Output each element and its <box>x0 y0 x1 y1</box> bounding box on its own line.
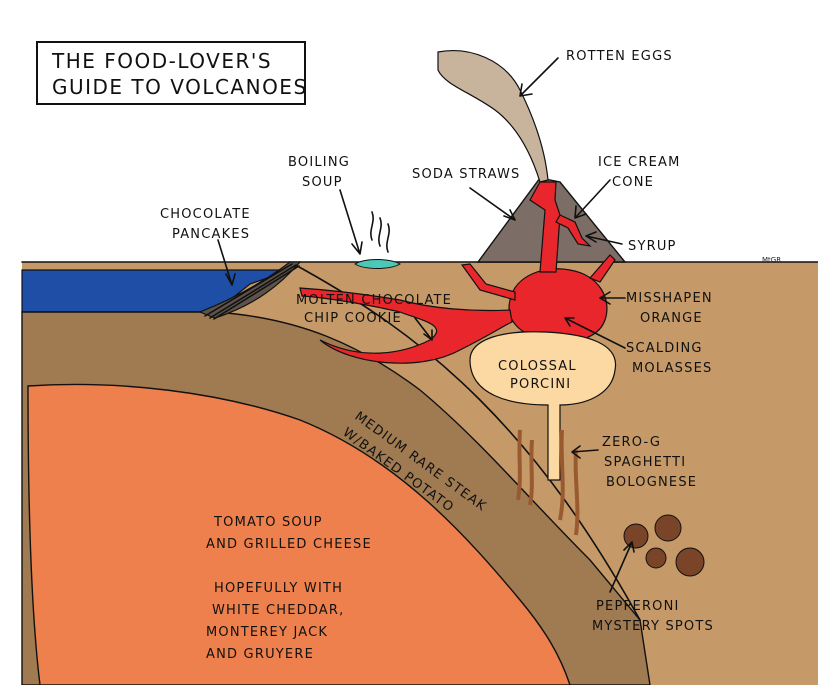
pepperoni-spot-1 <box>623 523 649 549</box>
label-boiling-soup-1: Boiling <box>288 155 350 170</box>
label-cheese-2: White Cheddar, <box>212 603 344 618</box>
label-ice-cream-1: Ice Cream <box>598 155 681 170</box>
label-molasses-2: Molasses <box>632 361 712 376</box>
boiling-soup <box>354 259 401 269</box>
label-chocolate-pancakes-1: Chocolate <box>160 207 251 222</box>
label-molasses-1: Scalding <box>626 341 703 356</box>
label-porcini-2: Porcini <box>510 377 571 392</box>
label-boiling-soup-2: Soup <box>302 175 343 190</box>
label-ice-cream-2: Cone <box>612 175 654 190</box>
label-spaghetti-3: Bolognese <box>606 475 697 490</box>
magma-branch-right <box>588 254 616 283</box>
label-pepperoni-1: Pepperoni <box>596 599 680 614</box>
label-syrup: Syrup <box>628 239 677 254</box>
spaghetti-strand-2 <box>528 439 534 506</box>
mantle-core <box>27 383 571 685</box>
pepperoni-spot-4 <box>675 547 705 577</box>
label-orange-2: Orange <box>640 311 703 326</box>
label-spaghetti-1: Zero-G <box>602 435 661 450</box>
pepperoni-spot-2 <box>654 514 682 542</box>
title-line-1: The Food-Lover's <box>51 49 272 73</box>
rotten-eggs-plume <box>437 50 549 183</box>
spaghetti-strand-1 <box>516 429 522 501</box>
label-cheese-4: and Gruyere <box>206 647 314 662</box>
label-cheese-3: Monterey Jack <box>206 625 328 640</box>
title-box <box>36 41 306 105</box>
spaghetti-strand-4 <box>573 449 580 536</box>
label-orange-1: Misshapen <box>626 291 713 306</box>
label-pepperoni-2: Mystery Spots <box>592 619 714 634</box>
molten-chocolate-chip-cookie <box>299 287 513 364</box>
pepperoni-spot-3 <box>645 547 667 569</box>
label-chocolate-pancakes-2: Pancakes <box>172 227 250 242</box>
magma-branch-left <box>460 263 516 301</box>
colossal-porcini <box>469 331 617 481</box>
syrup <box>555 214 592 247</box>
spaghetti-strand-3 <box>558 429 565 521</box>
arrows <box>217 57 635 593</box>
label-rotten-eggs: Rotten Eggs <box>566 49 673 64</box>
label-cookie-2: Chip Cookie <box>304 311 402 326</box>
title-line-2: Guide to Volcanoes <box>52 75 308 99</box>
label-tomato-2: and Grilled Cheese <box>206 537 372 552</box>
label-cheese-1: Hopefully with <box>214 581 343 596</box>
label-cookie-1: Molten Chocolate <box>296 293 452 308</box>
soda-straws <box>529 181 561 273</box>
steam-lines <box>370 211 390 253</box>
label-tomato-1: Tomato Soup <box>213 515 323 530</box>
label-spaghetti-2: Spaghetti <box>604 455 686 470</box>
artist-signature: MtGR <box>762 256 781 264</box>
label-porcini-1: Colossal <box>498 359 577 374</box>
label-soda-straws: Soda Straws <box>412 167 520 182</box>
